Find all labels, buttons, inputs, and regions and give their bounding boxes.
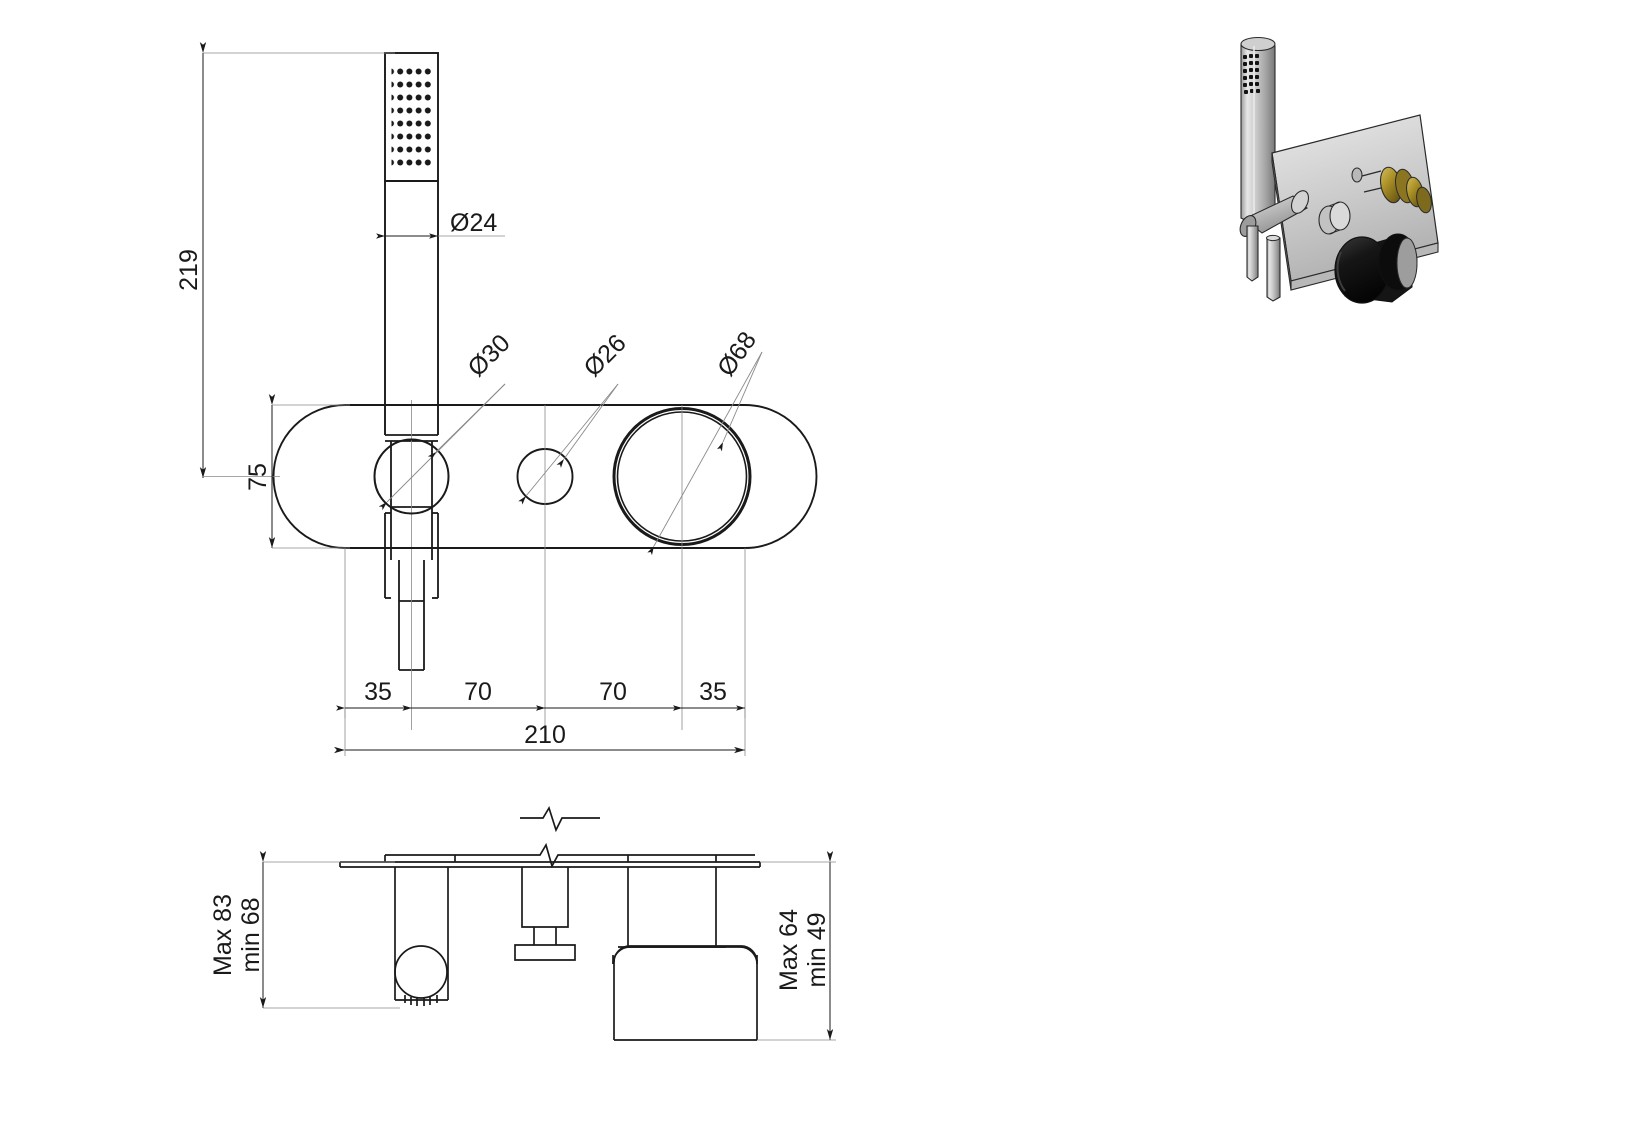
dim-depth-right-min-label: min 49 [803,912,831,987]
dim-outlet-diameter: Ø26 [518,329,632,505]
dim-knob-diameter: Ø68 [647,327,763,556]
dim-chain-horizontal: 35 70 70 35 [336,548,746,718]
dim-handset-diameter-label: Ø24 [450,209,497,237]
dim-seg-mid-right-label: 70 [599,678,627,706]
handset-lower-body [384,434,439,671]
section-plate-rails [339,842,761,869]
dim-overall-width: 210 [334,708,746,756]
dim-overall-width-label: 210 [524,721,566,749]
dim-holder-diameter-label: Ø30 [462,329,515,382]
dim-depth-right: Max 64 min 49 [757,851,836,1041]
section-holder-body [394,867,449,1006]
dim-plate-height: 75 [244,394,350,549]
dim-knob-diameter-label: Ø68 [712,327,762,382]
render-diverter-buttons [1318,201,1351,235]
spray-face-holes [391,62,432,168]
dim-depth-left: Max 83 min 68 [209,851,400,1009]
dim-plate-height-label: 75 [244,463,272,491]
render-handset [1240,36,1276,228]
side-section-view: Max 83 min 68 Max 64 min 49 [209,805,836,1041]
dim-depth-left-min-label: min 68 [237,897,265,972]
dim-holder-diameter: Ø30 [378,329,516,511]
product-render-view [1239,36,1439,304]
render-brass-cartridge [1351,166,1432,214]
dim-seg-right-label: 35 [699,678,727,706]
render-drop-tubes [1246,225,1281,302]
holder-ring-circle [373,438,450,515]
section-outlet-spigot [514,867,576,961]
front-elevation-view: 219 Ø24 Ø30 Ø26 Ø68 [175,42,818,756]
section-knob-body [612,867,758,1041]
dim-overall-height-label: 219 [175,249,203,291]
dim-seg-mid-left-label: 70 [464,678,492,706]
render-control-knob [1334,233,1418,304]
dim-outlet-diameter-label: Ø26 [578,329,631,382]
handset-outline [384,52,439,435]
dim-overall-height: 219 [175,42,395,478]
dim-handset-diameter: Ø24 [376,209,505,239]
dim-depth-left-max-label: Max 83 [209,894,237,976]
dim-seg-left-label: 35 [364,678,392,706]
break-symbol [520,805,600,833]
dim-depth-right-max-label: Max 64 [775,909,803,991]
